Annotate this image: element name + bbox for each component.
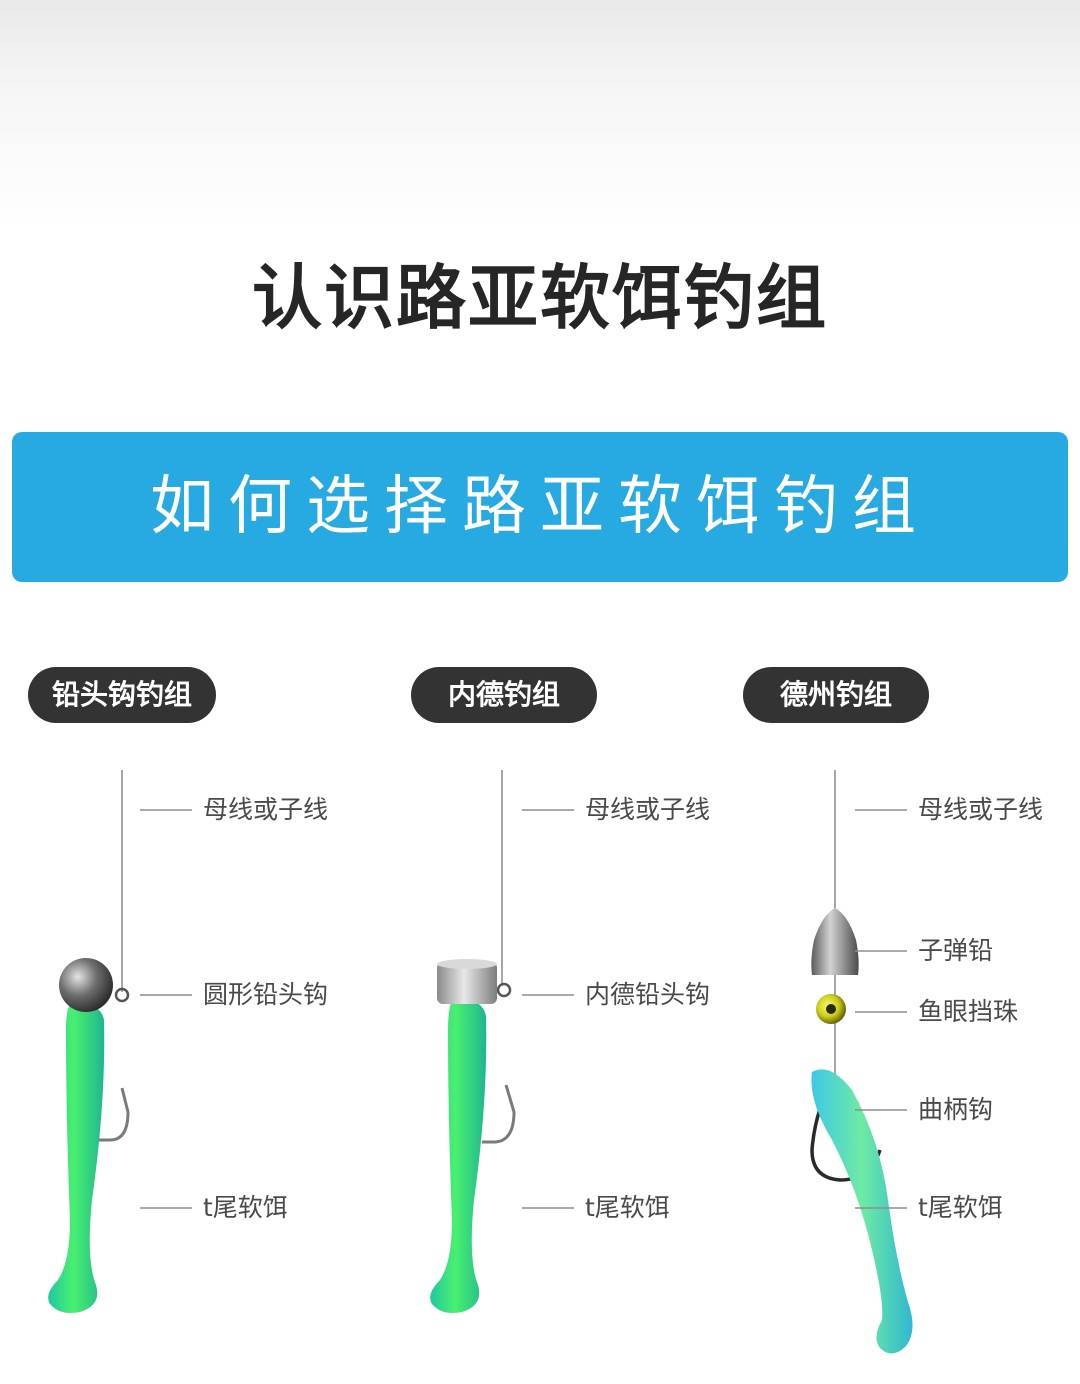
label-offset-hook: 曲柄钩 bbox=[918, 1095, 994, 1124]
label-round-jighead: 圆形铅头钩 bbox=[203, 980, 329, 1009]
texas-t-tail-lure-icon bbox=[811, 1069, 913, 1354]
jighead-rig-drawing bbox=[48, 770, 130, 1313]
label-t-tail: t尾软饵 bbox=[203, 1193, 288, 1222]
leader-lines bbox=[140, 809, 907, 1209]
label-t-tail: t尾软饵 bbox=[918, 1193, 1003, 1222]
label-bead: 鱼眼挡珠 bbox=[918, 997, 1019, 1026]
t-tail-lure-icon bbox=[48, 1004, 105, 1313]
label-main-line: 母线或子线 bbox=[585, 795, 711, 824]
rig-tag-jighead: 铅头钩钓组 bbox=[28, 667, 216, 723]
rig-tag-ned: 内德钓组 bbox=[411, 667, 597, 723]
section-banner: 如何选择路亚软饵钓组 bbox=[12, 432, 1068, 582]
ned-jighead-icon bbox=[437, 962, 497, 1004]
label-main-line: 母线或子线 bbox=[203, 795, 329, 824]
bullet-weight-icon bbox=[811, 908, 859, 975]
texas-rig-drawing bbox=[810, 770, 913, 1354]
label-ned-jighead: 内德铅头钩 bbox=[585, 980, 711, 1009]
rig-tag-texas: 德州钓组 bbox=[743, 667, 929, 723]
ned-hook-eye-icon bbox=[496, 982, 512, 998]
ned-t-tail-lure-icon bbox=[430, 999, 487, 1313]
label-bullet-weight: 子弹铅 bbox=[918, 936, 994, 965]
top-gradient bbox=[0, 0, 1080, 230]
label-t-tail: t尾软饵 bbox=[585, 1193, 670, 1222]
page-title: 认识路亚软饵钓组 bbox=[252, 257, 828, 339]
round-jighead-icon bbox=[59, 958, 113, 1012]
hook-icon bbox=[96, 1087, 130, 1142]
banner-title: 如何选择路亚软饵钓组 bbox=[150, 470, 930, 544]
hook-eye-icon bbox=[114, 987, 130, 1003]
ned-rig-drawing bbox=[430, 770, 516, 1313]
ned-hook-icon bbox=[482, 1084, 516, 1144]
ned-head-top bbox=[437, 959, 497, 969]
bead-eye bbox=[826, 1004, 836, 1014]
label-main-line: 母线或子线 bbox=[918, 795, 1044, 824]
